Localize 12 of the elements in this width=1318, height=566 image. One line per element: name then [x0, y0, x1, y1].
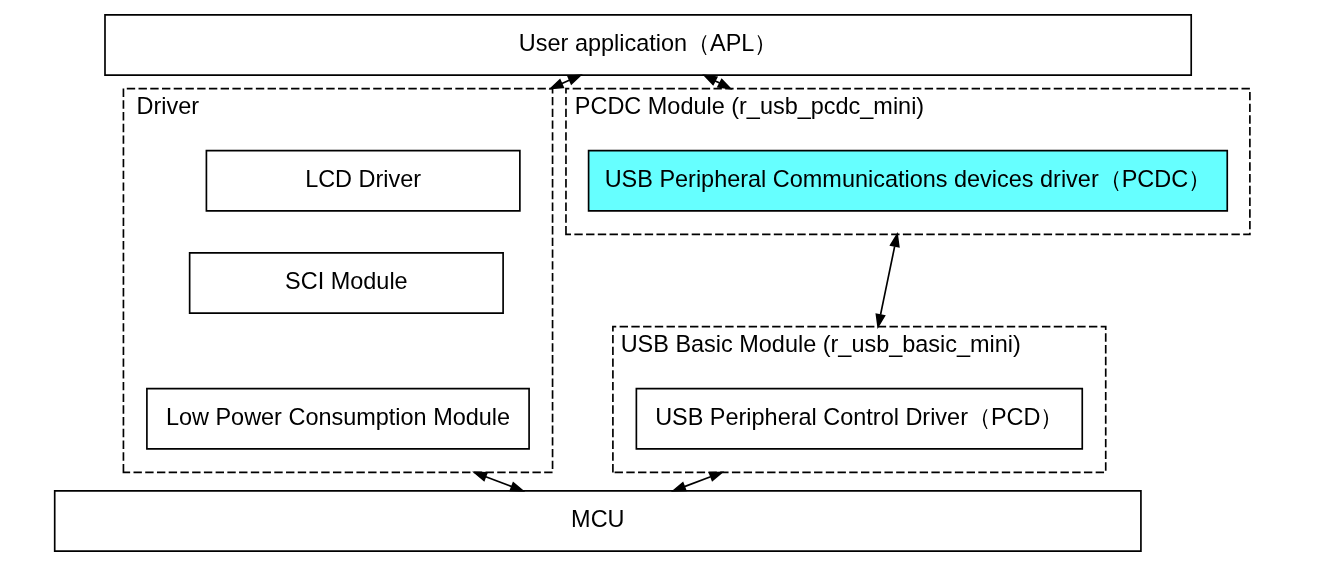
node-box: Low Power Consumption Module — [146, 387, 530, 450]
node-box: LCD Driver — [205, 149, 521, 212]
node-box: MCU — [53, 490, 1142, 553]
arrow — [472, 471, 526, 492]
arrow — [702, 74, 733, 90]
arrow — [875, 231, 900, 330]
arrow — [670, 471, 725, 492]
node-box: USB Peripheral Control Driver（PCD） — [635, 387, 1084, 450]
arrow — [548, 74, 583, 90]
node-box: SCI Module — [188, 252, 504, 314]
node-box: User application（APL） — [104, 13, 1193, 76]
node-box: USB Peripheral Communications devices driver（PCDC） — [587, 149, 1229, 212]
